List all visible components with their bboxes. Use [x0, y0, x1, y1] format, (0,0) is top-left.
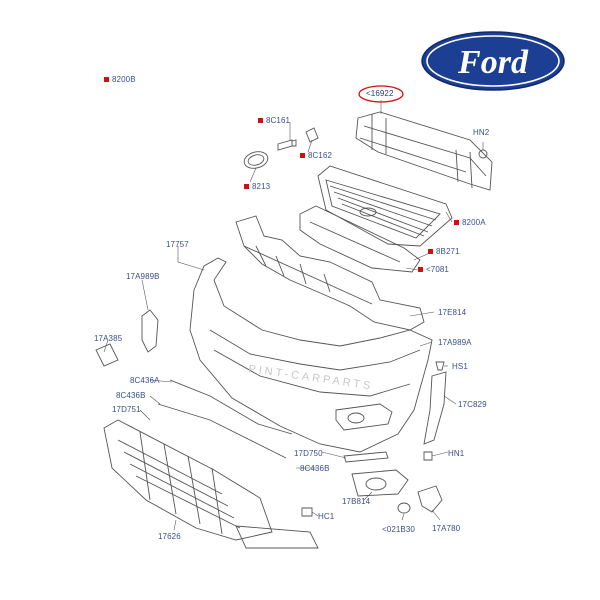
- part-label[interactable]: 17A780: [432, 524, 461, 533]
- part-label[interactable]: 8C162: [308, 151, 333, 160]
- part-label[interactable]: HN1: [448, 449, 465, 458]
- emblem-8213: [243, 151, 269, 169]
- marker: [244, 184, 249, 189]
- clip-hn2: [478, 149, 488, 159]
- part-label[interactable]: HN2: [473, 128, 490, 137]
- lower-grille-17626: [103, 419, 319, 549]
- nut-8c162: [305, 127, 319, 143]
- part-label[interactable]: 8C436A: [130, 376, 160, 385]
- marker: [418, 267, 423, 272]
- part-label[interactable]: 17D750: [294, 449, 323, 458]
- part-label[interactable]: HC1: [318, 512, 335, 521]
- part-label[interactable]: <7081: [426, 265, 449, 274]
- moulding-8c436b: [157, 403, 287, 459]
- part-label[interactable]: 17A989A: [438, 338, 472, 347]
- fastener-hc1: [301, 507, 313, 517]
- part-label[interactable]: 17D751: [112, 405, 141, 414]
- part-label[interactable]: 17B814: [342, 497, 371, 506]
- part-label[interactable]: 17C829: [458, 400, 487, 409]
- highlight-circle: [358, 85, 404, 103]
- leader-lines: [103, 100, 484, 531]
- part-label[interactable]: 8C161: [266, 116, 291, 125]
- part-label[interactable]: 17E814: [438, 308, 467, 317]
- marker: [258, 118, 263, 123]
- marker: [300, 153, 305, 158]
- part-label[interactable]: 8C436B: [116, 391, 146, 400]
- part-label[interactable]: <021B30: [382, 525, 415, 534]
- part-label[interactable]: 17757: [166, 240, 189, 249]
- part-label[interactable]: HS1: [452, 362, 468, 371]
- trim-17c829: [423, 371, 447, 445]
- part-label-highlighted[interactable]: <16922: [366, 89, 394, 98]
- marker: [428, 249, 433, 254]
- bumper-cover: [189, 257, 433, 453]
- marker: [104, 77, 109, 82]
- trim-17d750: [343, 451, 389, 463]
- bracket-17a989b: [141, 309, 159, 353]
- bumper-reinforcement: [355, 111, 493, 191]
- part-label[interactable]: 17626: [158, 532, 181, 541]
- part-label[interactable]: 8B271: [436, 247, 460, 256]
- ford-logo-text: Ford: [457, 44, 529, 81]
- part-label[interactable]: 8C436B: [300, 464, 330, 473]
- bracket-17a780: [417, 485, 443, 513]
- bolt-8c161: [277, 139, 297, 151]
- part-label[interactable]: 8200B: [112, 75, 136, 84]
- screw-hs1: [435, 361, 445, 371]
- part-021b30: [397, 502, 411, 514]
- part-label[interactable]: 17A989B: [126, 272, 160, 281]
- bracket-17a385: [95, 343, 119, 367]
- bumper-absorber: [235, 215, 425, 331]
- part-label[interactable]: 17A385: [94, 334, 123, 343]
- part-label[interactable]: 8200A: [462, 218, 486, 227]
- part-label[interactable]: 8213: [252, 182, 271, 191]
- fastener-hn1: [423, 451, 433, 461]
- grille-panel: [299, 205, 421, 273]
- marker: [454, 220, 459, 225]
- fog-lamp-bezel: [351, 469, 409, 497]
- ford-logo: Ford: [420, 30, 566, 92]
- moulding-8c436a: [169, 379, 293, 435]
